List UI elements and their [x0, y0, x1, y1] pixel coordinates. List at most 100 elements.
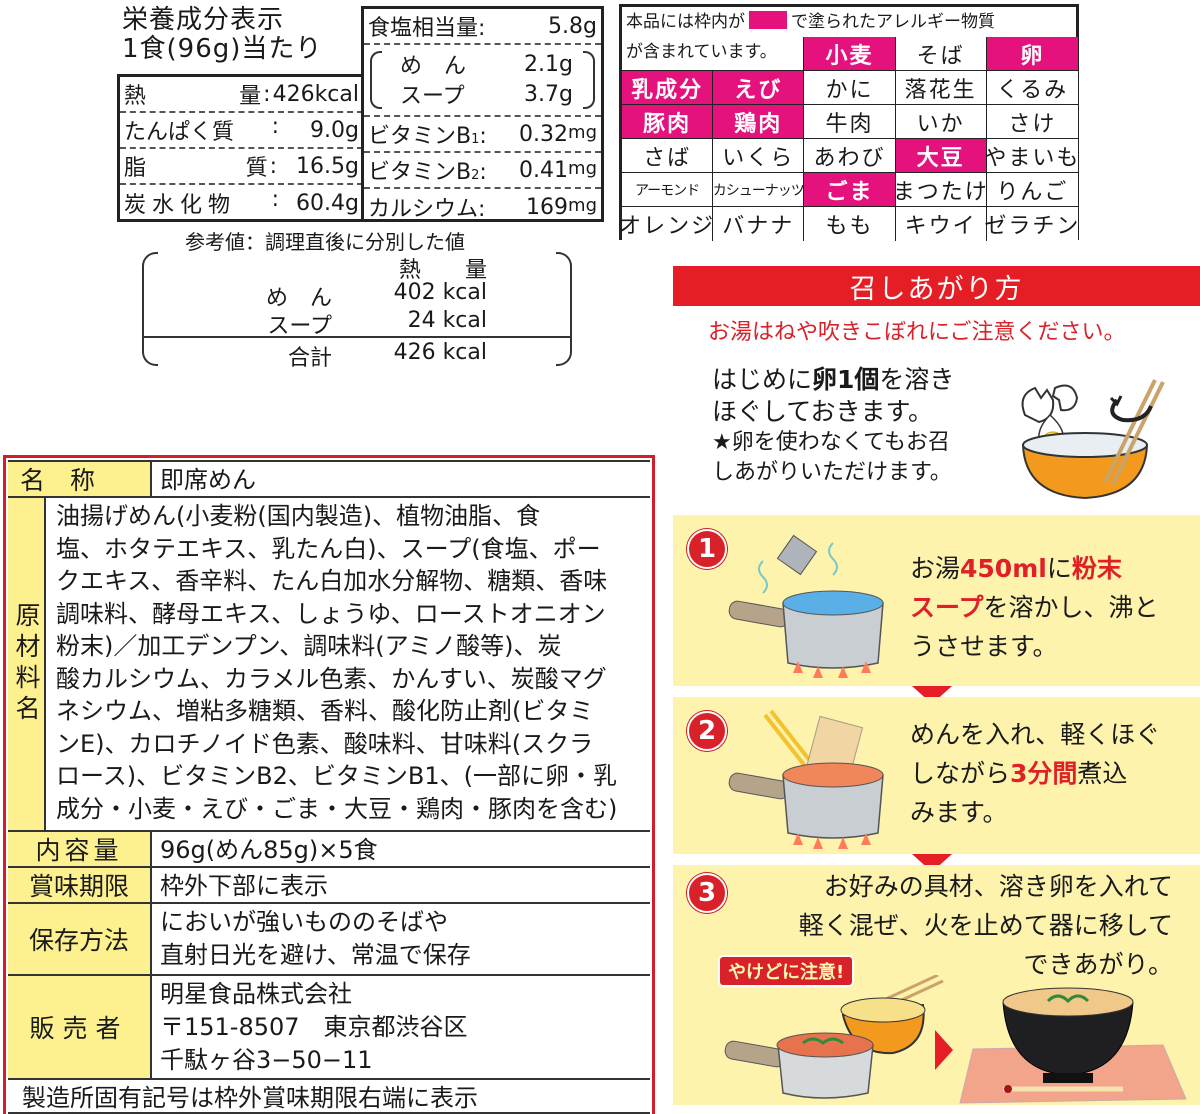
subscript: 1 [471, 132, 480, 147]
label: 量 [239, 84, 262, 109]
value: 0.32 [519, 121, 569, 147]
ingredients-line: 粉末)／加工デンプン、調味料(アミノ酸等)、炭 [56, 632, 562, 660]
reference-row-soup: スープ 24 kcal [142, 308, 572, 339]
label-value-expiry: 枠外下部に表示 [160, 872, 328, 900]
allergen-cell: まつたけ [893, 173, 987, 207]
unit: mg [568, 121, 597, 143]
burn-warning-badge: やけどに注意! [718, 955, 855, 987]
label: : [271, 114, 279, 139]
note-text: で塗られたアレルギー物質 [791, 12, 995, 32]
reference-divider [144, 336, 570, 338]
nutrition-row-protein: たんぱく質: 9.0g [120, 113, 363, 149]
label-head-seller: 販売者 [8, 976, 152, 1078]
allergen-cell: 乳成分 [622, 71, 714, 105]
reference-row-noodle: め ん 402 kcal [142, 280, 572, 311]
unit: mg [568, 157, 597, 179]
allergen-cell: かに [804, 71, 896, 105]
nutrition-row-fat: 脂質 : 16.5g [120, 149, 363, 185]
allergen-cell: バナナ [713, 207, 805, 241]
fat-value: 16.5g [296, 153, 359, 179]
allergen-cell: 小麦 [804, 37, 896, 71]
label: : [271, 187, 279, 212]
pot-noodles-illustration-icon [728, 709, 884, 849]
allergen-table: 本品には枠内がで塗られたアレルギー物質 が含まれています。 小麦そば卵乳成分えび… [619, 4, 1079, 241]
ingredients-line: 塩、ホタテエキス、乳たん白)、スープ(食塩、ポー [56, 534, 601, 563]
allergen-cell: りんご [986, 173, 1078, 207]
note-text: が含まれています。 [626, 42, 777, 62]
value: 169 [526, 194, 569, 220]
allergen-note: 本品には枠内がで塗られたアレルギー物質 が含まれています。 [622, 7, 1076, 67]
reference-row-total: 合計 426 kcal [142, 340, 572, 371]
text: 軽く混ぜ、火を止めて器に移して [798, 911, 1173, 940]
label: め ん [265, 286, 332, 311]
unit: mg [568, 194, 597, 216]
nutrition-title-line1: 栄養成分表示 [122, 5, 285, 35]
allergen-cell: アーモンド [622, 173, 714, 207]
carbs-value: 60.4g [296, 190, 359, 216]
allergen-cell: くるみ [986, 71, 1078, 105]
text: めんを入れ、軽くほぐ [910, 720, 1161, 749]
label-head-name: 名 称 [8, 462, 152, 496]
allergen-cell: いか [895, 105, 987, 139]
text-highlight: 450ml [960, 554, 1047, 583]
step-3-panel: 3 お好みの具材、溶き卵を入れて 軽く混ぜ、火を止めて器に移して できあがり。 … [673, 865, 1200, 1105]
label-head-contents: 内容量 [8, 832, 152, 866]
text: を溶かし、沸と [983, 593, 1159, 622]
label-head-storage: 保存方法 [8, 904, 152, 974]
value: 0.41 [519, 157, 569, 183]
text: ほぐしておきます。 [712, 397, 934, 426]
value: 24 kcal [407, 308, 487, 333]
value: 402 kcal [393, 280, 487, 305]
energy-value: 426kcal [272, 81, 359, 107]
label: たんぱく質 [124, 120, 235, 145]
label: め ん [400, 54, 467, 79]
value: 3.7g [524, 81, 573, 107]
reference-title: 参考値：調理直後に分別した値 [185, 230, 465, 254]
ingredients-line: 酸カルシウム、カラメル色素、かんすい、炭酸マグ [56, 664, 607, 693]
subscript: 2 [471, 168, 480, 183]
value: 2.1g [524, 51, 573, 77]
label-row-footer: 製造所固有記号は枠外賞味期限右端に表示 [8, 1080, 650, 1114]
ingredients-line: ネシウム、増粘多糖類、香料、酸化防止剤(ビタミ [56, 697, 594, 725]
label: スープ [267, 314, 332, 339]
text: しながら [910, 759, 1011, 788]
allergen-cell: 牛肉 [804, 105, 896, 139]
cooking-banner: 召しあがり方 [673, 266, 1200, 306]
label: 質 [245, 156, 268, 181]
label-footer-note: 製造所固有記号は枠外賞味期限右端に表示 [22, 1084, 478, 1112]
product-label-box: 名 称 即席めん 原材料名 油揚げめん(小麦粉(国内製造)、植物油脂、食塩、ホタ… [3, 455, 655, 1114]
label-value-ingredients: 油揚げめん(小麦粉(国内製造)、植物油脂、食塩、ホタテエキス、乳たん白)、スープ… [46, 498, 650, 830]
reference-header: 熱 量 [398, 258, 487, 283]
allergen-cell: えび [713, 71, 805, 105]
allergen-cell: カシューナッツ [713, 173, 805, 207]
step-1-panel: 1 お湯450mlに粉末 スープを溶かし、沸と うさせます。 [673, 515, 1200, 686]
nutrition-row-calcium: カルシウム: 169mg [364, 189, 601, 225]
text: できあがり。 [1023, 950, 1173, 979]
nutrition-serving-size: 1食(96g)当たり [122, 34, 323, 64]
allergen-cell: 落花生 [895, 71, 987, 105]
label: 熱 [124, 84, 147, 109]
text-highlight: スープ [910, 593, 984, 622]
head-text: 名 称 [20, 466, 96, 495]
label: カルシウム: [368, 197, 486, 222]
allergen-cell: さば [622, 139, 714, 173]
allergen-cell: ゼラチン [984, 207, 1078, 241]
label-head-ingredients: 原材料名 [8, 498, 46, 830]
step-number-badge: 3 [687, 873, 727, 913]
allergen-cell: やまいも [984, 139, 1078, 173]
storage-line: 直射日光を避け、常温で保存 [160, 941, 471, 969]
label-row-storage: 保存方法 においが強いもののそばや 直射日光を避け、常温で保存 [8, 904, 650, 976]
allergen-cell: 鶏肉 [713, 105, 805, 139]
allergen-cell: 大豆 [895, 139, 987, 173]
ingredients-line: クエキス、香辛料、たん白加水分解物、糖類、香味 [56, 567, 608, 595]
egg-bowl-illustration-icon [1005, 360, 1185, 500]
reference-header-row: 熱 量 [142, 252, 572, 283]
allergen-cell: さけ [986, 105, 1078, 139]
text-highlight: 3分間 [1010, 759, 1078, 788]
label-row-seller: 販売者 明星食品株式会社 〒151-8507 東京都渋谷区 千駄ヶ谷3−50−1… [8, 976, 650, 1080]
nutrition-row-salt: 食塩相当量: 5.8g [364, 9, 601, 45]
egg-note: ★卵を使わなくてもお召 [712, 430, 950, 455]
step-number-badge: 2 [687, 711, 727, 751]
protein-value: 9.0g [310, 117, 359, 143]
nutrition-table-right: 食塩相当量: 5.8g め ん 2.1g スープ 3.7g ビタミンB1: 0.… [361, 6, 604, 222]
